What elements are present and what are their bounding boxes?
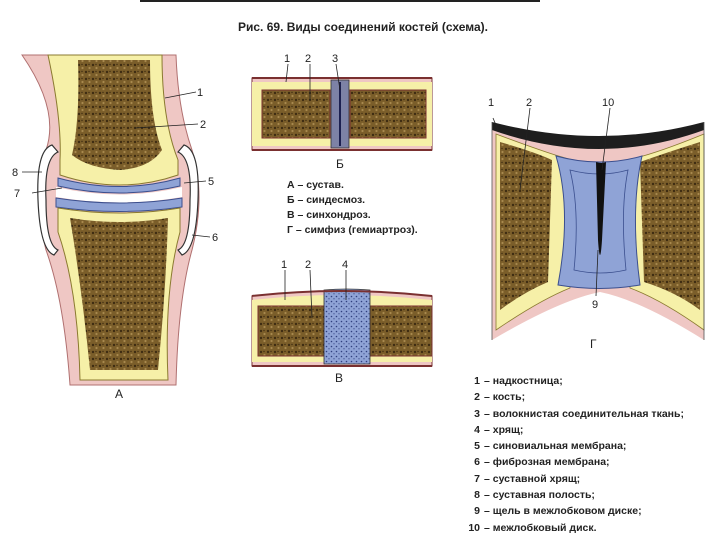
panel-label-v: В	[335, 371, 343, 385]
legend-part-item: 7– суставной хрящ;	[474, 472, 581, 485]
top-rule	[140, 0, 540, 2]
callout-b-2: 2	[305, 53, 311, 65]
callout-a-5: 5	[208, 176, 214, 188]
legend-part-item: 1– надкостница;	[474, 375, 563, 387]
panel-label-g: Г	[590, 337, 597, 351]
legend-part-item: 10– межлобковый диск.	[468, 521, 597, 534]
legend-part-item: 6– фиброзная мембрана;	[474, 456, 610, 469]
callout-g-1: 1	[488, 97, 494, 109]
callout-v-1: 1	[281, 259, 287, 271]
figure-caption: Рис. 69. Виды соединений костей (схема).	[238, 20, 488, 34]
callout-g-9: 9	[592, 299, 598, 311]
callout-b-1: 1	[284, 53, 290, 65]
callout-a-6: 6	[212, 232, 218, 244]
legend-part-item: 5– синовиальная мембрана;	[474, 440, 627, 453]
synovial-pocket-right	[177, 144, 199, 256]
legend-type-item: В – синхондроз.	[287, 209, 371, 221]
legend-type-item: Г – симфиз (гемиартроз).	[287, 224, 418, 236]
callout-a-1: 1	[197, 87, 203, 99]
callout-g-10: 10	[602, 97, 614, 109]
synovial-pocket-left	[37, 144, 59, 256]
callout-a-8: 8	[12, 167, 18, 179]
legend-part-item: 2– кость;	[474, 391, 526, 404]
panel-g-symphysis: 1 2 10 9 Г	[488, 97, 705, 351]
legend-part-item: 9– щель в межлобковом диске;	[474, 505, 642, 518]
panel-b-syndesmosis: 1 2 3 Б	[251, 53, 433, 171]
callout-b-3: 3	[332, 53, 338, 65]
panel-v-synchondrosis: 1 2 4 В	[251, 259, 433, 385]
legend-parts: 1– надкостница; 2– кость; 3– волокнистая…	[458, 373, 684, 536]
legend-part-item: 4– хрящ;	[474, 423, 524, 436]
panel-label-b: Б	[336, 157, 344, 171]
callout-v-4: 4	[342, 259, 348, 271]
legend-type-item: Б – синдесмоз.	[287, 194, 366, 206]
callout-v-2: 2	[305, 259, 311, 271]
lower-articular-cartilage	[55, 197, 183, 212]
panel-label-a: А	[115, 387, 123, 401]
lower-bone	[70, 218, 168, 370]
joint-cavity	[56, 187, 182, 203]
legend-part-item: 3– волокнистая соединительная ткань;	[474, 407, 684, 420]
callout-g-2: 2	[526, 97, 532, 109]
upper-bone	[72, 60, 162, 170]
legend-part-item: 8– суставная полость;	[474, 489, 595, 502]
panel-a-joint: 1 2 5 6 7 8 А	[12, 54, 218, 401]
callout-a-7: 7	[14, 188, 20, 200]
legend-type-item: А – сустав.	[287, 179, 344, 191]
upper-articular-cartilage	[57, 177, 181, 194]
legend-connection-types: А – сустав. Б – синдесмоз. В – синхондро…	[287, 178, 418, 238]
callout-a-2: 2	[200, 119, 206, 131]
